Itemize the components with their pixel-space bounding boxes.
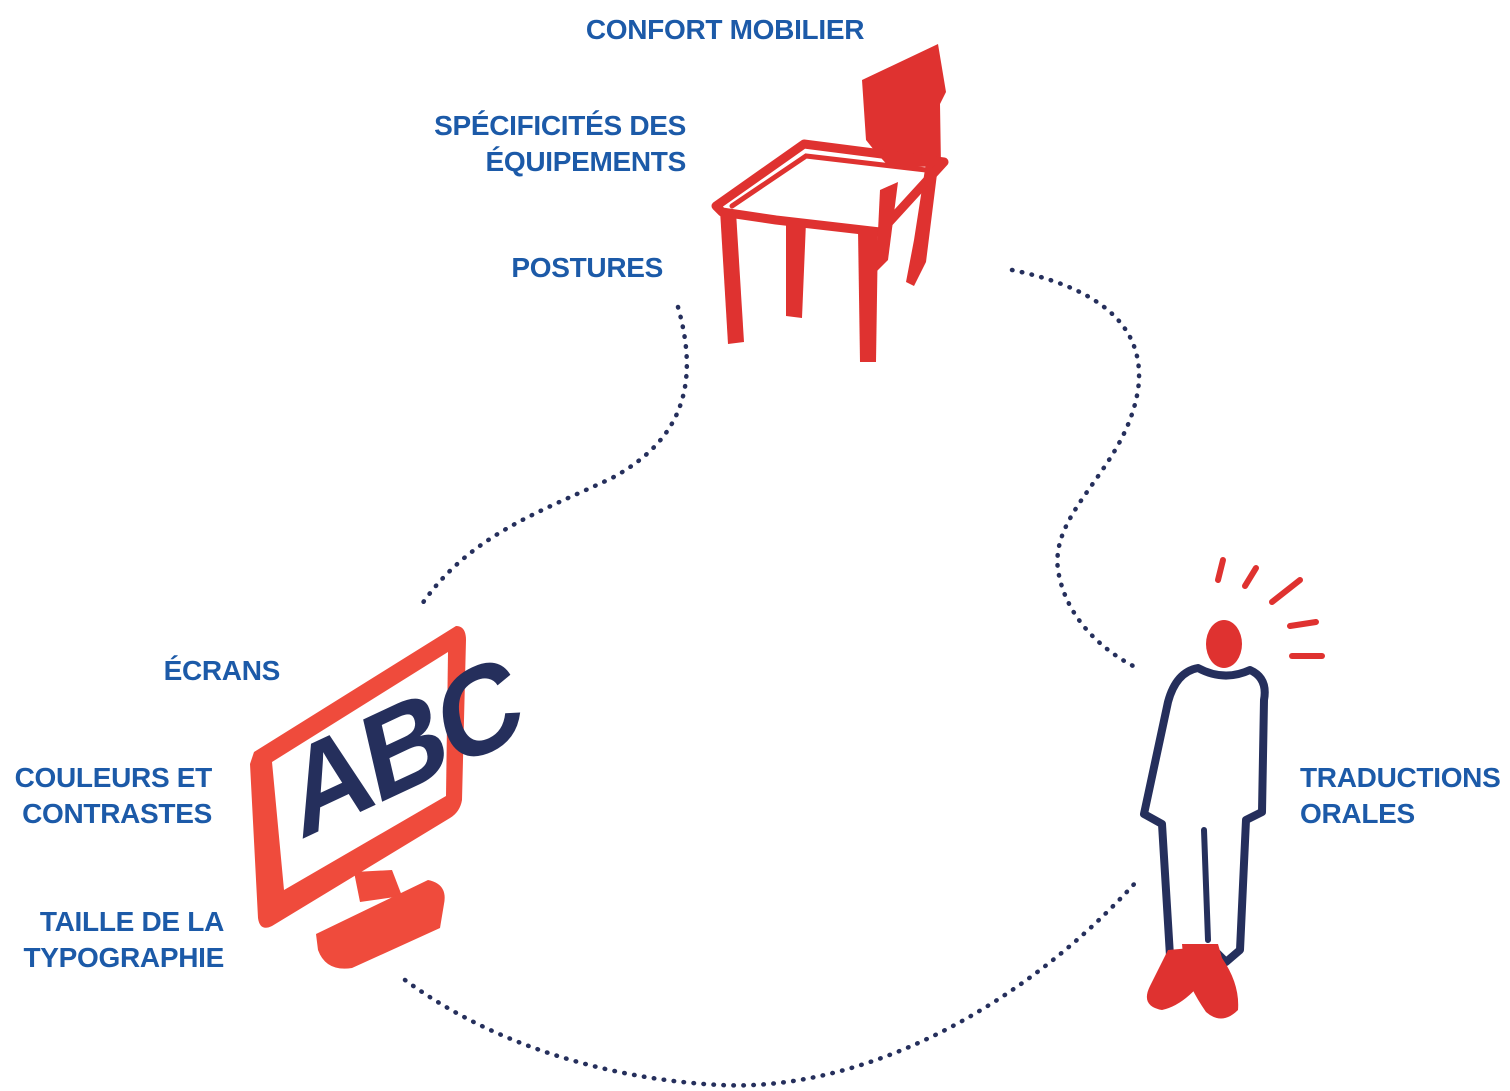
dotted-path-screen-to-person xyxy=(402,879,1139,1088)
dotted-path-chair-to-screen xyxy=(419,304,690,607)
label-text-line-1: TRADUCTIONS xyxy=(1300,762,1501,793)
label-text: ÉCRANS xyxy=(163,655,281,686)
label-text: CONFORT MOBILIER xyxy=(585,14,865,45)
label-postures: POSTURES xyxy=(420,250,663,286)
chair-icon xyxy=(711,44,949,362)
label-text-line-1: SPÉCIFICITÉS DES xyxy=(434,110,686,141)
label-couleurs-contrastes: COULEURS ET CONTRASTES xyxy=(0,760,213,832)
label-taille-typographie: TAILLE DE LA TYPOGRAPHIE xyxy=(0,904,224,976)
label-text-line-1: TAILLE DE LA xyxy=(39,906,224,937)
dotted-path-chair-to-person xyxy=(1009,267,1142,671)
dotted-connectors xyxy=(402,267,1142,1088)
label-text-line-2: ÉQUIPEMENTS xyxy=(485,146,686,177)
label-text: POSTURES xyxy=(511,252,663,283)
label-text-line-2: CONTRASTES xyxy=(22,798,212,829)
label-confort-mobilier: CONFORT MOBILIER xyxy=(560,12,890,48)
label-text-line-1: COULEURS ET xyxy=(14,762,213,793)
person-speaking-icon xyxy=(1140,557,1325,1019)
monitor-icon: ABC xyxy=(250,626,532,969)
label-text-line-2: ORALES xyxy=(1300,798,1415,829)
label-specificites-equipements: SPÉCIFICITÉS DES ÉQUIPEMENTS xyxy=(380,108,686,180)
sound-waves-icon xyxy=(1215,557,1325,659)
label-traductions-orales: TRADUCTIONS ORALES xyxy=(1300,760,1505,832)
label-text-line-2: TYPOGRAPHIE xyxy=(23,942,224,973)
label-ecrans: ÉCRANS xyxy=(100,653,281,689)
